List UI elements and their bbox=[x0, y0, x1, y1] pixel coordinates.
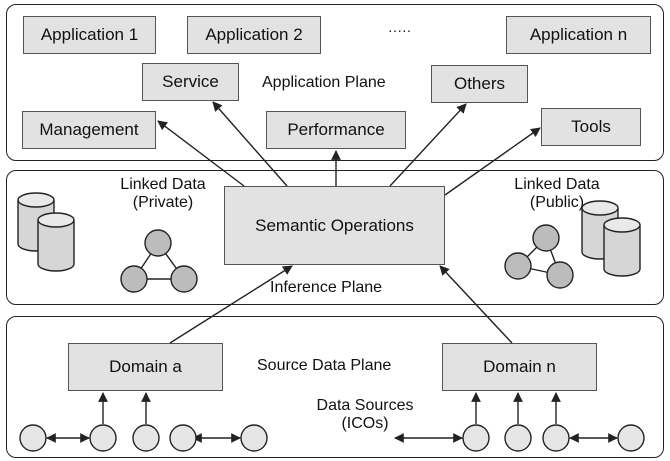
linked-data-private-line2: (Private) bbox=[132, 193, 194, 211]
linked-data-public-line2: (Public) bbox=[529, 193, 585, 211]
data-sources-label: Data Sources (ICOs) bbox=[306, 397, 424, 432]
tools-box: Tools bbox=[541, 108, 641, 146]
linked-data-public-line1: Linked Data bbox=[514, 176, 600, 193]
data-sources-line1: Data Sources bbox=[316, 397, 414, 414]
application-n-box: Application n bbox=[506, 16, 651, 54]
application-2-box: Application 2 bbox=[187, 16, 321, 54]
ellipsis: ····· bbox=[388, 22, 412, 38]
data-sources-line2: (ICOs) bbox=[341, 414, 389, 432]
linked-data-public-label: Linked Data (Public) bbox=[497, 176, 617, 211]
others-box: Others bbox=[431, 65, 528, 103]
semantic-operations-box: Semantic Operations bbox=[224, 186, 445, 265]
source-data-plane-title: Source Data Plane bbox=[257, 357, 392, 374]
linked-data-private-line1: Linked Data bbox=[120, 176, 206, 193]
management-box: Management bbox=[22, 111, 156, 149]
domain-a-box: Domain a bbox=[68, 343, 223, 391]
inference-plane-title: Inference Plane bbox=[270, 279, 383, 296]
application-plane-title: Application Plane bbox=[262, 74, 386, 91]
domain-n-box: Domain n bbox=[442, 343, 597, 391]
application-1-box: Application 1 bbox=[23, 16, 156, 54]
service-box: Service bbox=[142, 63, 239, 101]
performance-box: Performance bbox=[266, 111, 406, 149]
linked-data-private-label: Linked Data (Private) bbox=[108, 176, 218, 211]
